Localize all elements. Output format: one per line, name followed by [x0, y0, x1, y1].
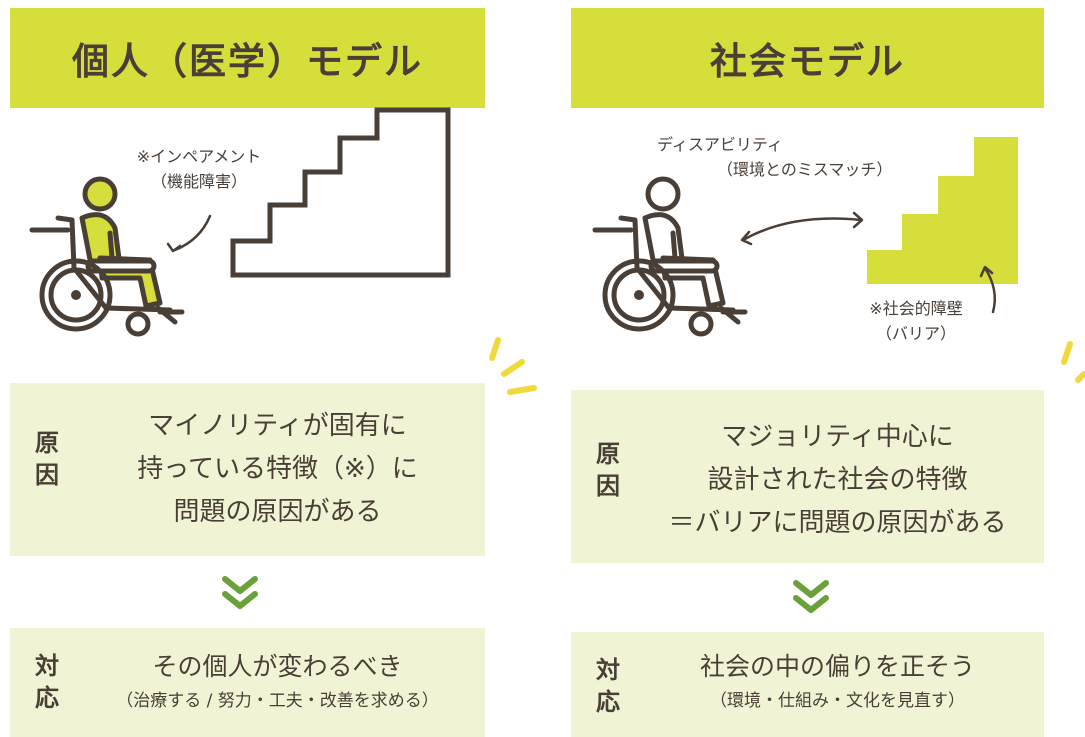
disability-label: ディスアビリティ: [657, 135, 783, 154]
disability-annotation: ディスアビリティ （環境とのミスマッチ）: [657, 132, 892, 182]
individual-response-text: その個人が変わるべき （治療する / 努力・工夫・改善を求める）: [80, 650, 475, 714]
cause-line: マジョリティ中心に: [721, 422, 954, 452]
disability-sublabel: （環境とのミスマッチ）: [717, 160, 893, 179]
impairment-label: ※インペアメント: [136, 147, 262, 166]
barrier-label: ※社会的障壁: [869, 299, 963, 318]
spark-decoration-icon: [1061, 341, 1085, 383]
mismatch-arrow-icon: [741, 217, 863, 242]
cause-line: 設計された社会の特徴: [707, 465, 968, 495]
cause-label-char-1: 原: [35, 429, 59, 457]
response-label-char-1: 対: [596, 656, 620, 684]
cause-label-char-1: 原: [596, 440, 620, 468]
stairs-icon: [230, 107, 451, 278]
chevron-down-icon: [222, 576, 258, 609]
wheelchair-user-icon: [592, 176, 748, 337]
chevron-down-icon: [793, 580, 829, 613]
barrier-sublabel: （バリア）: [875, 324, 956, 343]
response-label-char-2: 応: [35, 684, 59, 712]
impairment-sublabel: （機能障害）: [150, 172, 247, 191]
response-main: その個人が変わるべき: [152, 652, 403, 681]
spark-decoration-icon: [489, 337, 537, 395]
stairs-icon: [867, 137, 1018, 284]
cause-label: 原 因: [593, 438, 623, 502]
response-label-char-2: 応: [596, 688, 620, 716]
wheelchair-user-icon: [29, 176, 185, 337]
impairment-annotation: ※インペアメント （機能障害）: [114, 144, 284, 194]
social-cause-box: 原 因 マジョリティ中心に 設計された社会の特徴 ＝バリアに問題の原因がある: [571, 390, 1044, 563]
cause-label-char-2: 因: [35, 461, 59, 489]
response-label: 対 応: [32, 650, 62, 714]
cause-line: 問題の原因がある: [173, 497, 382, 527]
cause-label-char-2: 因: [596, 472, 620, 500]
response-label: 対 応: [593, 654, 623, 718]
individual-model-title: 個人（医学）モデル: [10, 8, 485, 108]
cause-label: 原 因: [32, 427, 62, 491]
response-sub: （治療する / 努力・工夫・改善を求める）: [116, 691, 439, 711]
social-model-drawing: [592, 137, 1018, 337]
pointer-arrow-icon: [983, 266, 996, 314]
individual-cause-text: マイノリティが固有に 持っている特徴（※）に 問題の原因がある: [80, 405, 475, 534]
individual-model-drawing: [29, 107, 451, 337]
cause-line: マイノリティが固有に: [148, 411, 407, 441]
response-label-char-1: 対: [35, 652, 59, 680]
social-model-title: 社会モデル: [571, 8, 1044, 108]
social-response-box: 対 応 社会の中の偏りを正そう （環境・仕組み・文化を見直す）: [571, 632, 1044, 737]
social-model-illustration: ディスアビリティ （環境とのミスマッチ） ※社会的障壁 （バリア）: [571, 108, 1044, 378]
individual-cause-box: 原 因 マイノリティが固有に 持っている特徴（※）に 問題の原因がある: [10, 383, 485, 556]
individual-response-box: 対 応 その個人が変わるべき （治療する / 努力・工夫・改善を求める）: [10, 628, 485, 737]
cause-line: ＝バリアに問題の原因がある: [668, 508, 1007, 538]
social-cause-text: マジョリティ中心に 設計された社会の特徴 ＝バリアに問題の原因がある: [641, 416, 1034, 545]
individual-model-illustration: ※インペアメント （機能障害）: [10, 107, 485, 378]
barrier-annotation: ※社会的障壁 （バリア）: [841, 296, 991, 346]
response-sub: （環境・仕組み・文化を見直す）: [710, 691, 965, 711]
social-response-text: 社会の中の偏りを正そう （環境・仕組み・文化を見直す）: [641, 650, 1034, 714]
cause-line: 持っている特徴（※）に: [137, 454, 418, 484]
response-main: 社会の中の偏りを正そう: [699, 652, 975, 681]
